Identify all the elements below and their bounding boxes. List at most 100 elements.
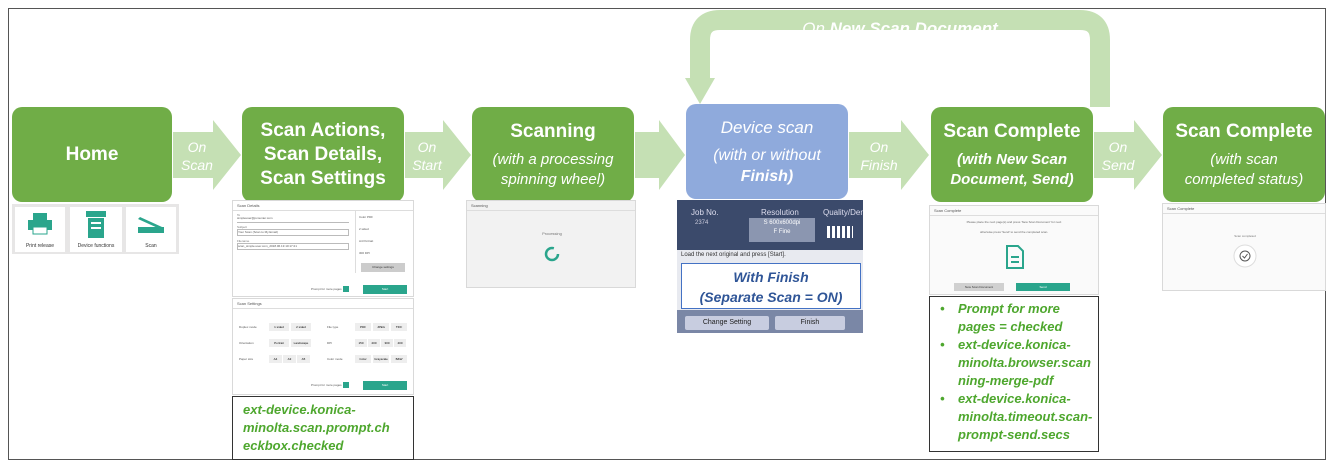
subject-field[interactable]: Your Scan (Scan to My Email) bbox=[237, 229, 349, 236]
tile-label: Device functions bbox=[77, 243, 115, 249]
option[interactable]: Color bbox=[355, 355, 371, 363]
step-home-title: Home bbox=[65, 143, 119, 165]
step-scan-actions: Scan Actions, Scan Details, Scan Setting… bbox=[242, 107, 404, 202]
change-settings-button[interactable]: Change settings bbox=[361, 263, 405, 272]
step-title: Scanning bbox=[510, 120, 596, 142]
panel-header: Resolution bbox=[761, 208, 799, 217]
step-home: Home bbox=[12, 107, 172, 202]
option[interactable]: Grayscale bbox=[373, 355, 389, 363]
step-title: Device scan bbox=[720, 117, 814, 137]
option[interactable]: PDF bbox=[355, 323, 371, 331]
change-setting-button[interactable]: Change Setting bbox=[685, 316, 769, 330]
tile-device-functions[interactable]: Device functions bbox=[70, 207, 122, 252]
scan-settings-screenshot: Scan Settings Duplex mode 1 sided 2 side… bbox=[232, 298, 414, 395]
send-button[interactable]: Send bbox=[1016, 283, 1070, 291]
quality-bars-icon bbox=[827, 226, 853, 238]
to-field[interactable]: simpleuser@pcounter.com bbox=[237, 216, 349, 223]
prompt-label: Prompt for more pages bbox=[311, 287, 342, 291]
settings-row: Paper size A4 A3 A5 Color mode Color Gra… bbox=[233, 355, 413, 365]
prompt-checkbox[interactable] bbox=[343, 382, 349, 388]
setting-label: Paper size bbox=[239, 357, 254, 361]
complete-message: otherwise press 'Send' to send the compl… bbox=[979, 230, 1049, 234]
scan-complete-screenshot-2: Scan Complete Scan completed bbox=[1162, 203, 1326, 291]
option[interactable]: JPEG bbox=[373, 323, 389, 331]
scanning-screenshot: Scanning Processing bbox=[466, 200, 636, 288]
processing-text: Processing bbox=[542, 231, 562, 236]
field-label: To bbox=[237, 213, 241, 217]
shot-title: Scan Complete bbox=[934, 208, 962, 213]
start-button[interactable]: Start bbox=[363, 285, 407, 294]
spinner-icon bbox=[544, 246, 560, 262]
step-title: Scan Complete bbox=[1175, 120, 1313, 142]
scan-details-screenshot: Scan Details To simpleuser@pcounter.com … bbox=[232, 200, 414, 297]
panel-header: Job No. bbox=[691, 208, 719, 217]
field-label: Subject bbox=[237, 225, 248, 229]
step-title-line: Scan Details, bbox=[263, 143, 383, 165]
option[interactable]: 1 sided bbox=[269, 323, 289, 331]
note-item: •ext-device.konica-minolta.timeout.scan-… bbox=[940, 391, 1093, 442]
shot-title: Scan Settings bbox=[237, 301, 262, 306]
option[interactable]: A4 bbox=[269, 355, 282, 363]
option[interactable]: Landscape bbox=[291, 339, 311, 347]
tile-label: Scan bbox=[145, 243, 157, 249]
panel-value: F Fine bbox=[773, 229, 791, 235]
prompt-label: Prompt for more pages bbox=[311, 383, 342, 387]
shot-title: Scanning bbox=[471, 203, 488, 208]
option[interactable]: 150 bbox=[355, 339, 367, 347]
panel-value: 2374 bbox=[695, 220, 709, 226]
field-label: Filename bbox=[237, 239, 250, 243]
note-line: ext-device.konica- bbox=[243, 402, 356, 417]
option[interactable]: B&W bbox=[391, 355, 407, 363]
setting-value: 2 sided bbox=[359, 227, 369, 231]
tile-print-release[interactable]: Print release bbox=[15, 207, 65, 252]
scan-actions-note: ext-device.konica- minolta.scan.prompt.c… bbox=[232, 396, 414, 460]
option[interactable]: 2 sided bbox=[291, 323, 311, 331]
setting-label: Color mode bbox=[327, 357, 343, 361]
tile-scan[interactable]: Scan bbox=[126, 207, 176, 252]
shot-title: Scan Details bbox=[237, 203, 260, 208]
callout-emph: Finish bbox=[767, 269, 809, 285]
loop-label: On New Scan Document bbox=[802, 19, 998, 38]
step-scanning: Scanning (with a processing spinning whe… bbox=[472, 107, 634, 202]
step-subtitle: (with or without bbox=[713, 146, 821, 164]
option[interactable]: 400 bbox=[394, 339, 406, 347]
finish-button[interactable]: Finish bbox=[775, 316, 845, 330]
home-tiles: Print release Device functions Scan bbox=[12, 204, 179, 254]
option[interactable]: A3 bbox=[283, 355, 296, 363]
setting-value: 300 DPI bbox=[359, 251, 370, 255]
setting-label: Orientation bbox=[239, 341, 254, 345]
document-icon bbox=[1006, 245, 1024, 269]
note-line: minolta.scan.prompt.ch bbox=[243, 420, 390, 435]
option[interactable]: 300 bbox=[381, 339, 393, 347]
step-subtitle: Document, Send) bbox=[950, 170, 1074, 188]
step-scan-complete-2: Scan Complete (with scan completed statu… bbox=[1163, 107, 1325, 202]
setting-value: Color PDF bbox=[359, 215, 374, 219]
shot-title: Scan Complete bbox=[1167, 206, 1195, 211]
scan-complete-screenshot-1: Scan Complete Please place the next page… bbox=[929, 205, 1099, 295]
step-subtitle: completed status) bbox=[1184, 170, 1304, 188]
option[interactable]: A5 bbox=[297, 355, 310, 363]
new-scan-document-button[interactable]: New Scan Document bbox=[954, 283, 1004, 291]
start-button[interactable]: Start bbox=[363, 381, 407, 390]
step-subtitle: (with New Scan bbox=[956, 150, 1068, 168]
completed-text: Scan completed bbox=[1234, 234, 1256, 238]
step-scan-complete-1: Scan Complete (with New Scan Document, S… bbox=[931, 107, 1093, 202]
option[interactable]: TIFF bbox=[391, 323, 407, 331]
filename-field[interactable]: scan_simple.user.com_2018.06.19 10:17:21 bbox=[237, 243, 349, 250]
step-title: Scan Complete bbox=[943, 120, 1081, 142]
step-title-line: Scan Settings bbox=[260, 167, 386, 189]
check-circle-icon bbox=[1233, 244, 1257, 268]
settings-row: Orientation Portrait Landscape DPI 150 2… bbox=[233, 339, 413, 349]
option[interactable]: Portrait bbox=[269, 339, 289, 347]
setting-label: DPI bbox=[327, 341, 333, 345]
option[interactable]: 200 bbox=[368, 339, 380, 347]
prompt-checkbox[interactable] bbox=[343, 286, 349, 292]
callout-text: With bbox=[733, 269, 768, 285]
copier-icon bbox=[86, 211, 106, 238]
